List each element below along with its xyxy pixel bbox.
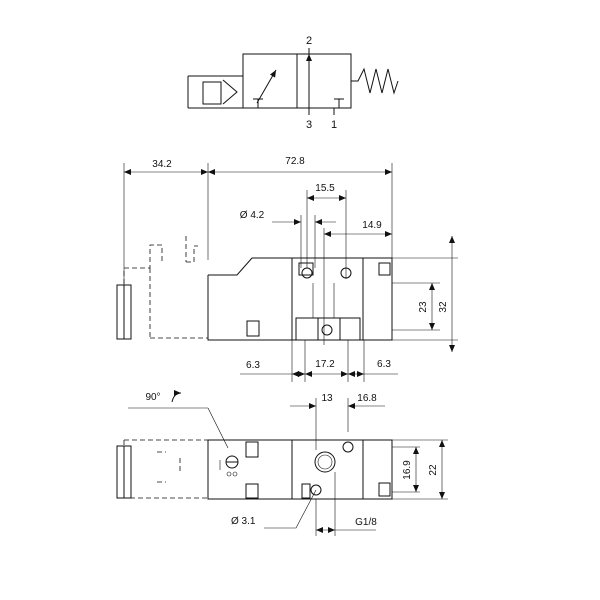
dim-6-3-right: 6.3 (377, 359, 391, 370)
bottom-view: 90° 13 16.8 (116, 390, 448, 536)
dim-16-9: 16.9 (402, 460, 413, 480)
dim-15-5: 15.5 (315, 183, 335, 194)
spring-icon (351, 67, 399, 95)
valve-position-right (296, 53, 352, 109)
dim-dia-4-2: Ø 4.2 (240, 210, 265, 221)
dim-23: 23 (418, 301, 429, 313)
dim-13: 13 (321, 393, 333, 404)
thread-port (314, 451, 336, 473)
dim-g1-8: G1/8 (355, 517, 377, 528)
front-view: 34.2 72.8 15.5 Ø 4.2 14.9 (116, 156, 458, 382)
dim-6-3-left: 6.3 (246, 360, 260, 371)
dim-14-9: 14.9 (362, 220, 382, 231)
port-label-3: 3 (306, 119, 312, 131)
mounting-hole (342, 441, 354, 453)
rotation-label: 90° (145, 392, 160, 403)
dim-32: 32 (438, 301, 449, 313)
dim-16-8: 16.8 (357, 393, 377, 404)
port-hole (301, 267, 313, 279)
dim-22: 22 (428, 464, 439, 476)
coil-body (207, 257, 293, 341)
port-label-2: 2 (306, 35, 312, 47)
valve-body (291, 439, 393, 500)
valve-symbol: 2 3 1 (187, 35, 399, 131)
dim-34-2: 34.2 (152, 159, 172, 170)
rotation-arrow-icon (171, 390, 182, 403)
dim-72-8: 72.8 (285, 156, 305, 167)
mounting-hole (310, 484, 322, 496)
port-label-1: 1 (331, 119, 337, 131)
port-hole (321, 324, 333, 336)
coil-body (207, 439, 293, 500)
dim-dia-3-1: Ø 3.1 (231, 516, 256, 527)
solenoid-actuator-icon (187, 75, 243, 109)
dim-17-2: 17.2 (315, 359, 335, 370)
